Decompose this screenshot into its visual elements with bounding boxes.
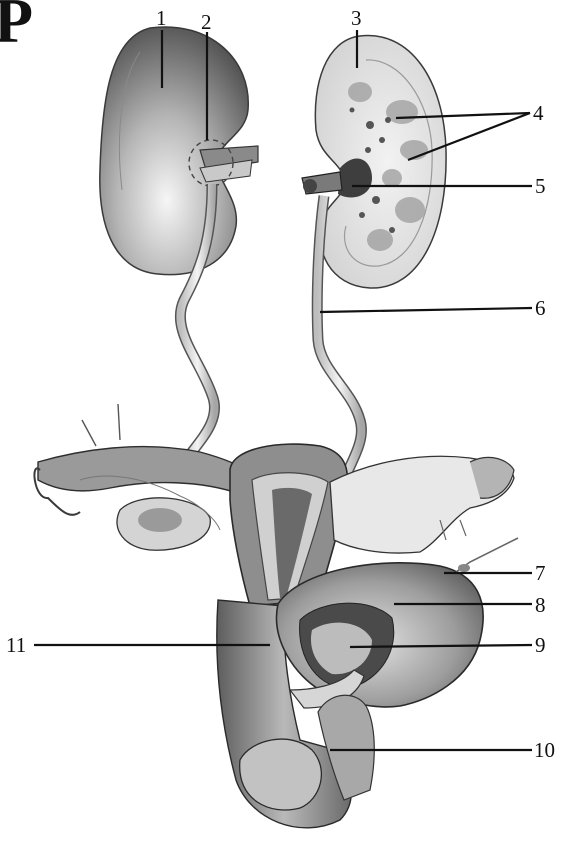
callout-7: 7 xyxy=(535,561,546,585)
callout-6: 6 xyxy=(535,296,546,320)
callout-4: 4 xyxy=(533,101,544,125)
callout-2: 2 xyxy=(201,10,212,34)
right-broad-ligament xyxy=(330,456,514,553)
corner-letter: P xyxy=(0,0,33,56)
callout-9: 9 xyxy=(535,633,546,657)
callout-11: 11 xyxy=(6,633,26,657)
right-renal-vessels xyxy=(302,172,342,194)
callout-3: 3 xyxy=(351,6,362,30)
callout-8: 8 xyxy=(535,593,546,617)
callout-1: 1 xyxy=(156,6,167,30)
callout-5: 5 xyxy=(535,174,546,198)
callout-10: 10 xyxy=(534,738,555,762)
right-kidney-section xyxy=(315,36,446,289)
